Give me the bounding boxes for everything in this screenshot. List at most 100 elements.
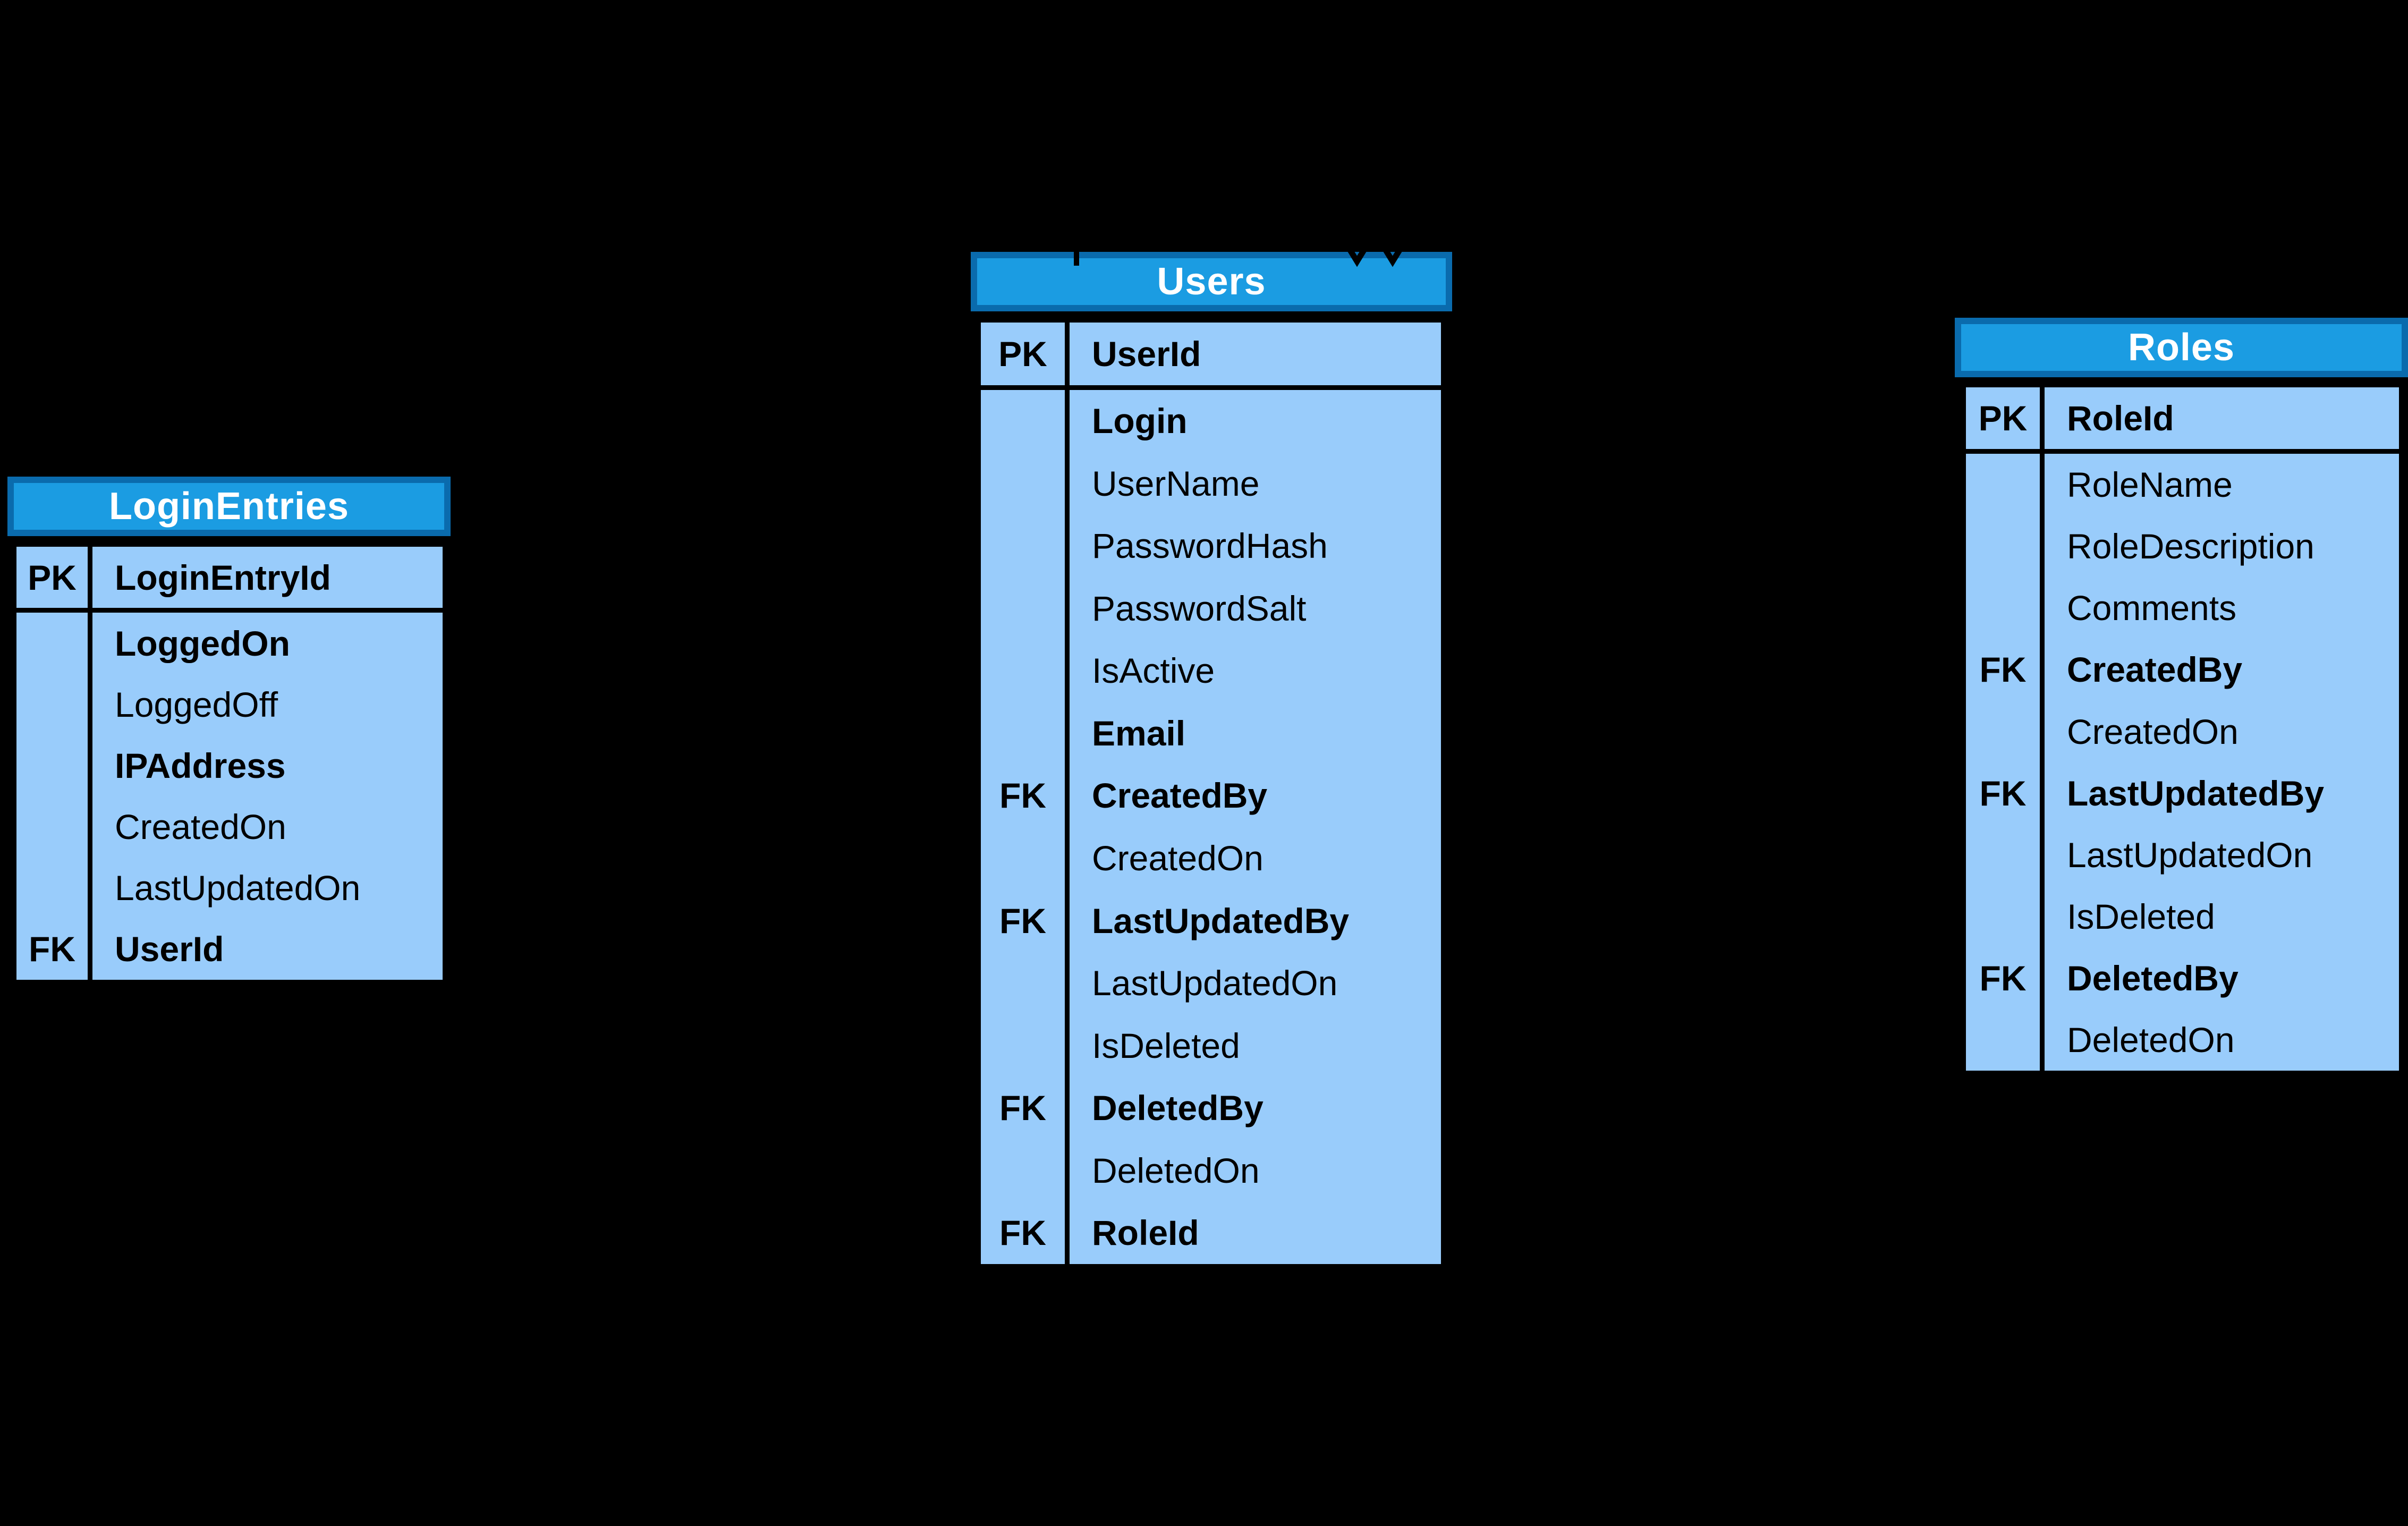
attribute-name: DeletedBy <box>1092 1088 1264 1128</box>
attribute-row: PK RoleId <box>1966 387 2399 454</box>
entity-header-users: Users <box>971 252 1452 311</box>
attribute-name: CreatedOn <box>115 807 286 847</box>
key-badge <box>1966 515 2045 578</box>
attribute-row: Login <box>981 389 1441 453</box>
attribute-name: IsActive <box>1092 651 1215 691</box>
entity-header-loginentries: LoginEntries <box>7 477 451 536</box>
key-badge: FK <box>16 918 92 980</box>
attribute-name: IPAddress <box>115 745 286 785</box>
attribute-name: LastUpdatedBy <box>1092 901 1350 940</box>
attribute-row: FK LastUpdatedBy <box>981 889 1441 952</box>
attribute-name: LoginEntryId <box>115 557 331 597</box>
attribute-row: FK LastUpdatedBy <box>1966 762 2399 824</box>
key-badge <box>1966 577 2045 639</box>
attribute-row: LastUpdatedOn <box>16 857 443 919</box>
attribute-row: CreatedOn <box>16 796 443 858</box>
attribute-name: RoleId <box>1092 1213 1199 1253</box>
attribute-row: CreatedOn <box>981 827 1441 889</box>
key-badge <box>16 613 92 674</box>
entity-title: LoginEntries <box>108 485 349 528</box>
key-badge <box>981 702 1070 765</box>
attribute-name: CreatedOn <box>1092 838 1264 878</box>
key-badge <box>981 827 1070 889</box>
key-badge: FK <box>981 764 1070 827</box>
attribute-row: Comments <box>1966 577 2399 639</box>
attribute-name: CreatedBy <box>1092 776 1268 816</box>
attribute-row: Email <box>981 702 1441 765</box>
attribute-name: IsDeleted <box>1092 1025 1240 1065</box>
entity-header-roles: Roles <box>1955 318 2408 377</box>
attribute-row: RoleName <box>1966 454 2399 516</box>
attribute-row: FK UserId <box>16 918 443 980</box>
attribute-name: DeletedOn <box>2067 1020 2235 1059</box>
attribute-row: LoggedOn <box>16 613 443 674</box>
attribute-name: Login <box>1092 401 1188 441</box>
attribute-row: IsDeleted <box>981 1014 1441 1077</box>
attribute-row: CreatedOn <box>1966 700 2399 762</box>
attribute-name: LastUpdatedOn <box>1092 963 1338 1003</box>
attribute-name: LastUpdatedBy <box>2067 773 2325 813</box>
key-badge: FK <box>981 889 1070 952</box>
key-badge: PK <box>981 323 1070 385</box>
entity-body-loginentries: PK LoginEntryId LoggedOn LoggedOff IPAdd… <box>12 542 447 985</box>
key-badge <box>1966 885 2045 947</box>
attribute-row: PK LoginEntryId <box>16 547 443 613</box>
key-badge <box>1966 454 2045 516</box>
attribute-name: UserId <box>115 929 224 969</box>
key-badge <box>981 452 1070 515</box>
key-badge <box>981 389 1070 453</box>
attribute-name: LoggedOff <box>115 684 278 724</box>
attribute-name: Comments <box>2067 588 2237 628</box>
attribute-name: DeletedBy <box>2067 958 2239 998</box>
key-badge <box>981 514 1070 578</box>
attribute-name: DeletedOn <box>1092 1150 1260 1190</box>
entity-title: Roles <box>2127 326 2235 369</box>
attribute-name: CreatedOn <box>2067 711 2239 751</box>
attribute-name: CreatedBy <box>2067 650 2243 690</box>
attribute-name: IsDeleted <box>2067 896 2215 936</box>
entity-body-users: PK UserId Login UserName PasswordHash Pa… <box>976 318 1446 1269</box>
attribute-name: RoleName <box>2067 465 2233 505</box>
key-badge: FK <box>981 1201 1070 1264</box>
attribute-row: FK DeletedBy <box>1966 947 2399 1009</box>
attribute-name: UserName <box>1092 463 1260 503</box>
attribute-row: PasswordSalt <box>981 577 1441 640</box>
key-badge <box>16 674 92 735</box>
key-badge: FK <box>1966 947 2045 1009</box>
entity-body-roles: PK RoleId RoleName RoleDescription Comme… <box>1961 383 2404 1075</box>
key-badge <box>1966 700 2045 762</box>
key-badge <box>16 735 92 796</box>
attribute-row: PK UserId <box>981 323 1441 390</box>
attribute-name: LastUpdatedOn <box>115 868 361 908</box>
key-badge <box>16 796 92 858</box>
attribute-row: LoggedOff <box>16 674 443 735</box>
key-badge <box>1966 1008 2045 1071</box>
attribute-row: FK DeletedBy <box>981 1076 1441 1139</box>
attribute-name: LastUpdatedOn <box>2067 835 2313 875</box>
key-badge <box>981 639 1070 702</box>
attribute-name: UserId <box>1092 334 1201 374</box>
key-badge: PK <box>16 547 92 608</box>
key-badge <box>1966 824 2045 886</box>
attribute-name: RoleId <box>2067 399 2174 438</box>
key-badge: FK <box>981 1076 1070 1139</box>
attribute-row: LastUpdatedOn <box>981 952 1441 1014</box>
attribute-row: DeletedOn <box>981 1139 1441 1202</box>
attribute-row: UserName <box>981 452 1441 515</box>
attribute-row: DeletedOn <box>1966 1008 2399 1071</box>
attribute-name: RoleDescription <box>2067 527 2314 566</box>
attribute-row: IsDeleted <box>1966 885 2399 947</box>
attribute-row: LastUpdatedOn <box>1966 824 2399 886</box>
key-badge <box>981 577 1070 640</box>
key-badge: FK <box>1966 762 2045 824</box>
entity-title: Users <box>1157 260 1266 303</box>
attribute-row: IPAddress <box>16 735 443 796</box>
key-badge <box>981 952 1070 1014</box>
key-badge <box>981 1139 1070 1202</box>
key-badge: FK <box>1966 639 2045 701</box>
attribute-row: FK CreatedBy <box>981 764 1441 827</box>
attribute-name: PasswordHash <box>1092 526 1328 566</box>
attribute-name: LoggedOn <box>115 623 290 663</box>
attribute-row: IsActive <box>981 639 1441 702</box>
